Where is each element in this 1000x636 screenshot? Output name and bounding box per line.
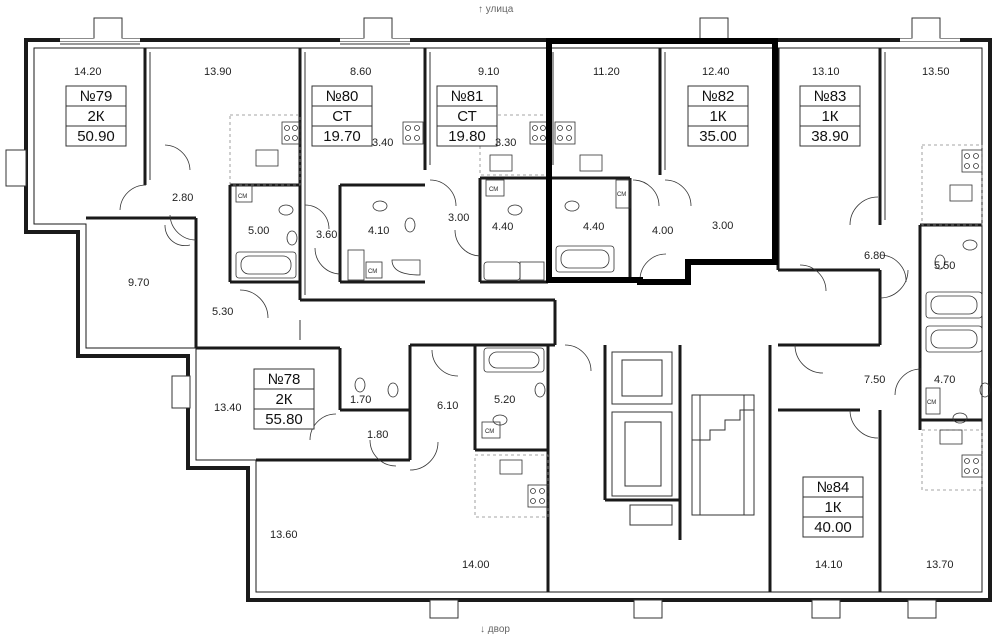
room-area: 11.20 [593, 66, 620, 78]
street-windows [5, 17, 960, 409]
room-area: 6.80 [864, 250, 885, 262]
toilets-basins [278, 200, 991, 426]
room-area: 14.10 [815, 559, 843, 571]
apartment-tag-82[interactable]: №82 1К 35.00 [687, 85, 749, 147]
room-area: 13.60 [270, 529, 298, 541]
room-area: 1.80 [367, 429, 388, 441]
room-area: 4.40 [492, 221, 513, 233]
room-area: 5.20 [494, 394, 515, 406]
svg-text:СМ: СМ [368, 269, 377, 275]
svg-text:СМ: СМ [489, 187, 498, 193]
apartment-area: 19.80 [448, 128, 486, 145]
apartment-number: №79 [80, 88, 113, 105]
room-area: 3.60 [316, 229, 337, 241]
room-area: 4.40 [583, 221, 604, 233]
room-area: 4.70 [934, 374, 955, 386]
apartment-area: 38.90 [811, 128, 849, 145]
room-area-labels: 14.20 13.90 8.60 9.10 11.20 12.40 13.10 … [74, 66, 955, 571]
room-area: 7.50 [864, 374, 885, 386]
room-area: 13.90 [204, 66, 232, 78]
apartment-number: №81 [451, 88, 484, 105]
yard-windows [429, 599, 937, 619]
room-area: 1.70 [350, 394, 371, 406]
apartment-tag-84[interactable]: №84 1К 40.00 [802, 476, 864, 538]
room-area: 4.10 [368, 225, 389, 237]
washer-boxes [235, 179, 941, 439]
room-area: 3.00 [448, 212, 469, 224]
room-area: 13.40 [214, 402, 242, 414]
apartment-type: 1К [821, 108, 838, 125]
apartment-tag-cell [436, 125, 498, 147]
apartment-tag-79[interactable]: №79 2К 50.90 [65, 85, 127, 147]
room-area: 5.50 [934, 260, 955, 272]
room-area: 3.30 [495, 137, 516, 149]
apartment-tag-cell [799, 125, 861, 147]
room-area: 13.10 [812, 66, 840, 78]
apartment-tag-cell [65, 125, 127, 147]
room-area: 3.00 [712, 220, 733, 232]
room-area: 4.00 [652, 225, 673, 237]
room-area: 9.10 [478, 66, 499, 78]
apartment-type: 1К [709, 108, 726, 125]
apartment-type: СТ [457, 108, 477, 125]
apartment-type: 2К [87, 108, 104, 125]
svg-text:СМ: СМ [617, 192, 626, 198]
svg-text:СМ: СМ [238, 194, 247, 200]
apartment-tag-cell [311, 125, 373, 147]
apartment-type: 2К [275, 391, 292, 408]
apartment-number: №82 [702, 88, 735, 105]
room-area: 9.70 [128, 277, 149, 289]
apartment-number: №78 [268, 371, 301, 388]
room-area: 5.00 [248, 225, 269, 237]
apartment-tag-78[interactable]: №78 2К 55.80 [253, 368, 315, 430]
apartment-area: 40.00 [814, 519, 852, 536]
svg-text:СМ: СМ [927, 400, 936, 406]
svg-text:СМ: СМ [485, 429, 494, 435]
washer-labels: СМ СМ СМ СМ СМ СМ [238, 187, 936, 435]
thin-partitions [149, 52, 886, 340]
compass-street: ↑ улица [478, 4, 514, 15]
apartment-number: №84 [817, 479, 850, 496]
apartment-area: 19.70 [323, 128, 361, 145]
room-area: 12.40 [702, 66, 730, 78]
kitchen-fixtures [255, 121, 983, 508]
apartment-type: 1К [824, 499, 841, 516]
room-area: 13.70 [926, 559, 954, 571]
compass-yard: ↓ двор [480, 624, 510, 635]
exterior-walls [24, 38, 992, 602]
door-swings [119, 144, 922, 471]
room-area: 3.40 [372, 137, 393, 149]
apartment-number: №80 [326, 88, 359, 105]
room-area: 2.80 [172, 192, 193, 204]
room-area: 5.30 [212, 306, 233, 318]
apartment-tag-83[interactable]: №83 1К 38.90 [799, 85, 861, 147]
apartment-area: 35.00 [699, 128, 737, 145]
apartment-number: №83 [814, 88, 847, 105]
apartment-tag-cell [802, 516, 864, 538]
apartment-tag-cell [687, 125, 749, 147]
stairwell [611, 351, 755, 526]
highlight-apartment-82 [546, 38, 778, 285]
apartment-tag-cell [253, 408, 315, 430]
apartment-area: 50.90 [77, 128, 115, 145]
room-area: 6.10 [437, 400, 458, 412]
room-area: 13.50 [922, 66, 950, 78]
room-area: 14.00 [462, 559, 490, 571]
apartment-area: 55.80 [265, 411, 303, 428]
room-area: 14.20 [74, 66, 102, 78]
apartment-type: СТ [332, 108, 352, 125]
bathtubs [235, 245, 983, 373]
room-area: 8.60 [350, 66, 371, 78]
